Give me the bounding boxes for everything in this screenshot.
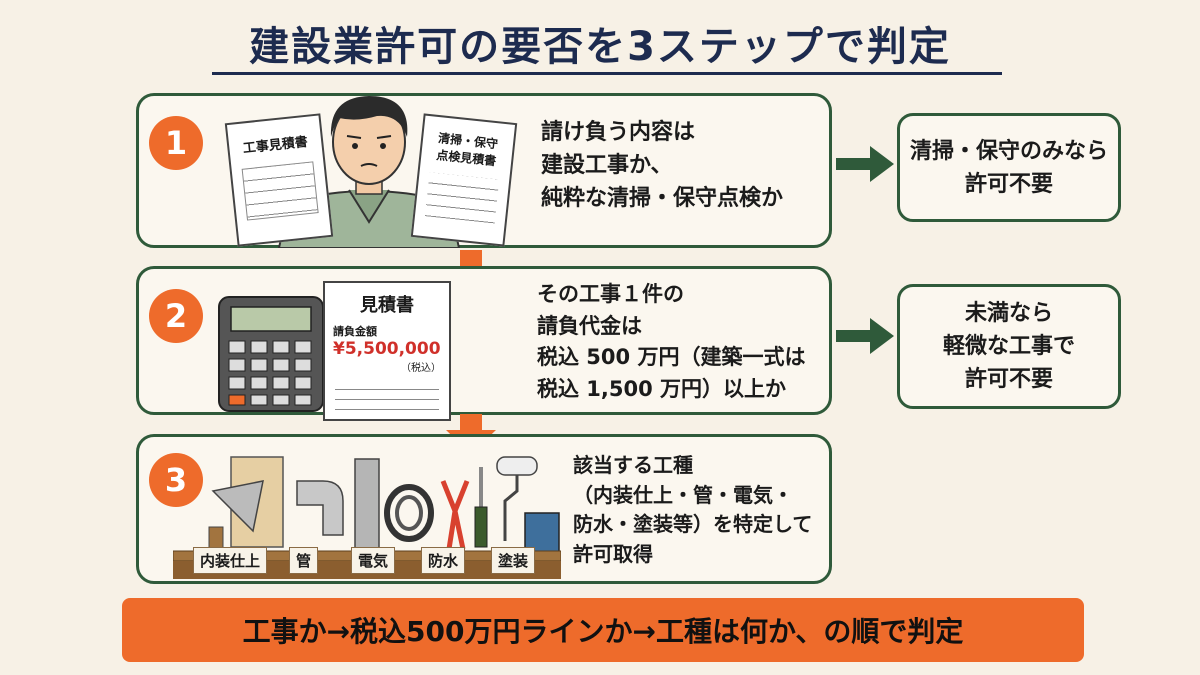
step-2-result-line-1: 未満なら bbox=[964, 301, 1053, 326]
step-2-line-4: 税込 1,500 万円）以上か bbox=[537, 376, 787, 401]
estimate-doc: 見積書 請負金額 ¥5,500,000 （税込） bbox=[323, 281, 451, 421]
calculator-icon bbox=[218, 296, 324, 412]
arrow-right-icon bbox=[836, 318, 894, 354]
arrow-right-icon bbox=[836, 146, 894, 182]
step-1-text: 請け負う内容は 建設工事か、 純粋な清掃・保守点検か bbox=[541, 116, 783, 215]
step-2-result-line-2: 軽微な工事で bbox=[942, 334, 1075, 359]
step-3-card: 3 内装仕上 管 電気 防水 塗装 該当する工種 （内装仕上・管・電気・ 防水・… bbox=[136, 434, 832, 584]
step-1-card: 1 工事見積書 清掃・保守 点検見積書 請け負う内容は 建設工事か、 純粋な清掃… bbox=[136, 93, 832, 248]
tag-waterproofing: 防水 bbox=[421, 547, 466, 574]
construction-estimate-doc: 工事見積書 bbox=[224, 113, 334, 247]
step-1-result-line-1: 清掃・保守のみなら bbox=[909, 138, 1108, 164]
step-2-line-2: 請負代金は bbox=[537, 313, 642, 338]
estimate-doc-tax: （税込） bbox=[401, 363, 441, 374]
step-2-text: その工事１件の 請負代金は 税込 500 万円（建築一式は 税込 1,500 万… bbox=[537, 279, 805, 405]
cleaning-estimate-doc: 清掃・保守 点検見積書 bbox=[410, 113, 518, 247]
construction-estimate-title: 工事見積書 bbox=[242, 134, 309, 157]
tag-painting: 塗装 bbox=[491, 547, 536, 574]
step-2-line-3: 税込 500 万円（建築一式は bbox=[537, 345, 806, 369]
tag-electrical: 電気 bbox=[351, 547, 396, 574]
tag-piping: 管 bbox=[289, 547, 319, 574]
step-3-badge: 3 bbox=[149, 453, 203, 507]
step-2-result-line-3: 許可不要 bbox=[964, 367, 1053, 392]
step-2-card: 2 見積書 請負金額 ¥5,500,000 （税込） その工事１件の 請負代金は… bbox=[136, 266, 832, 421]
step-1-result: 清掃・保守のみなら 許可不要 bbox=[897, 113, 1121, 222]
step-1-badge: 1 bbox=[149, 116, 203, 170]
page-title: 建設業許可の要否を3ステップで判定 bbox=[249, 24, 951, 70]
step-1-result-line-2: 許可不要 bbox=[964, 171, 1053, 197]
step-2-badge: 2 bbox=[149, 289, 203, 343]
doc-lines bbox=[335, 380, 439, 410]
step-1-line-1: 請け負う内容は bbox=[541, 120, 696, 145]
step-2-line-1: その工事１件の bbox=[537, 282, 684, 306]
step-1-line-3: 純粋な清掃・保守点検か bbox=[541, 186, 784, 211]
step-3-text: 該当する工種 （内装仕上・管・電気・ 防水・塗装等）を特定して 許可取得 bbox=[573, 451, 812, 569]
step-2-result: 未満なら 軽微な工事で 許可不要 bbox=[897, 284, 1121, 409]
doc-lines bbox=[241, 161, 319, 221]
estimate-doc-label: 請負金額 bbox=[333, 325, 377, 338]
summary-banner: 工事か→税込500万円ラインか→工種は何か、の順で判定 bbox=[122, 598, 1084, 662]
step-1-line-2: 建設工事か、 bbox=[541, 153, 673, 178]
title-underline bbox=[212, 72, 1002, 75]
estimate-doc-title: 見積書 bbox=[360, 295, 414, 316]
step-3-line-4: 許可取得 bbox=[573, 541, 653, 566]
tag-interior-finishing: 内装仕上 bbox=[193, 547, 268, 574]
step-3-line-1: 該当する工種 bbox=[573, 453, 693, 477]
estimate-doc-amount: ¥5,500,000 bbox=[333, 339, 441, 359]
step-3-line-2: （内装仕上・管・電気・ bbox=[573, 482, 793, 507]
step-3-line-3: 防水・塗装等）を特定して bbox=[573, 512, 813, 537]
doc-lines bbox=[425, 172, 500, 224]
